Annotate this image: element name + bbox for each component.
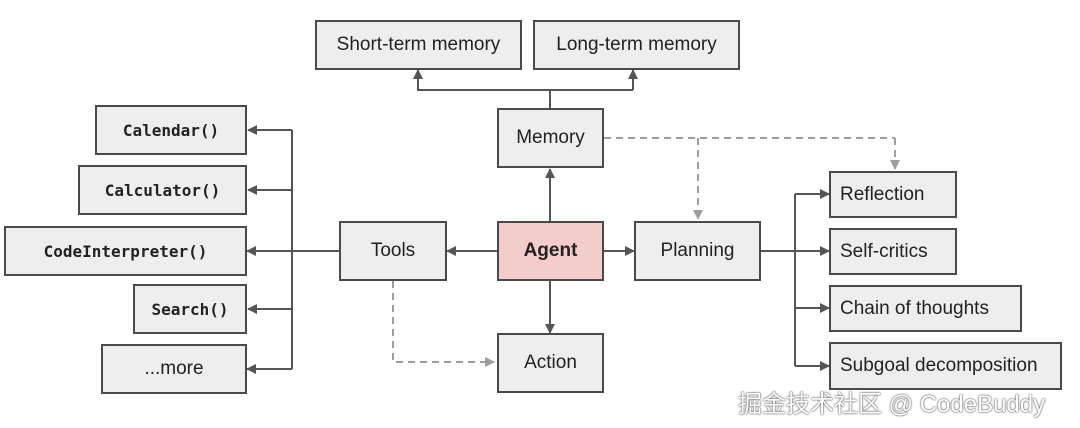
calculator-tool-node: Calculator() <box>78 165 247 215</box>
calendar-tool-node: Calendar() <box>95 105 247 155</box>
planning-node: Planning <box>634 221 761 281</box>
memory-node: Memory <box>497 108 604 168</box>
watermark: 掘金技术社区 @ CodeBuddy <box>738 391 1046 418</box>
more-tools-node: ...more <box>101 344 247 394</box>
search-tool-node: Search() <box>133 284 247 334</box>
short-term-memory-node: Short-term memory <box>315 20 522 70</box>
edge-memory-memory-types <box>417 70 551 108</box>
action-node: Action <box>497 333 604 393</box>
tools-node: Tools <box>339 221 447 281</box>
chain-of-thoughts-node: Chain of thoughts <box>829 285 1022 332</box>
edge-tools-to-action <box>392 281 495 367</box>
self-critics-node: Self-critics <box>829 228 957 275</box>
long-term-memory-node: Long-term memory <box>533 20 740 70</box>
code-interpreter-tool-node: CodeInterpreter() <box>4 226 247 276</box>
agent-node: Agent <box>497 221 604 281</box>
reflection-node: Reflection <box>829 171 957 218</box>
subgoal-decomposition-node: Subgoal decomposition <box>829 342 1062 390</box>
